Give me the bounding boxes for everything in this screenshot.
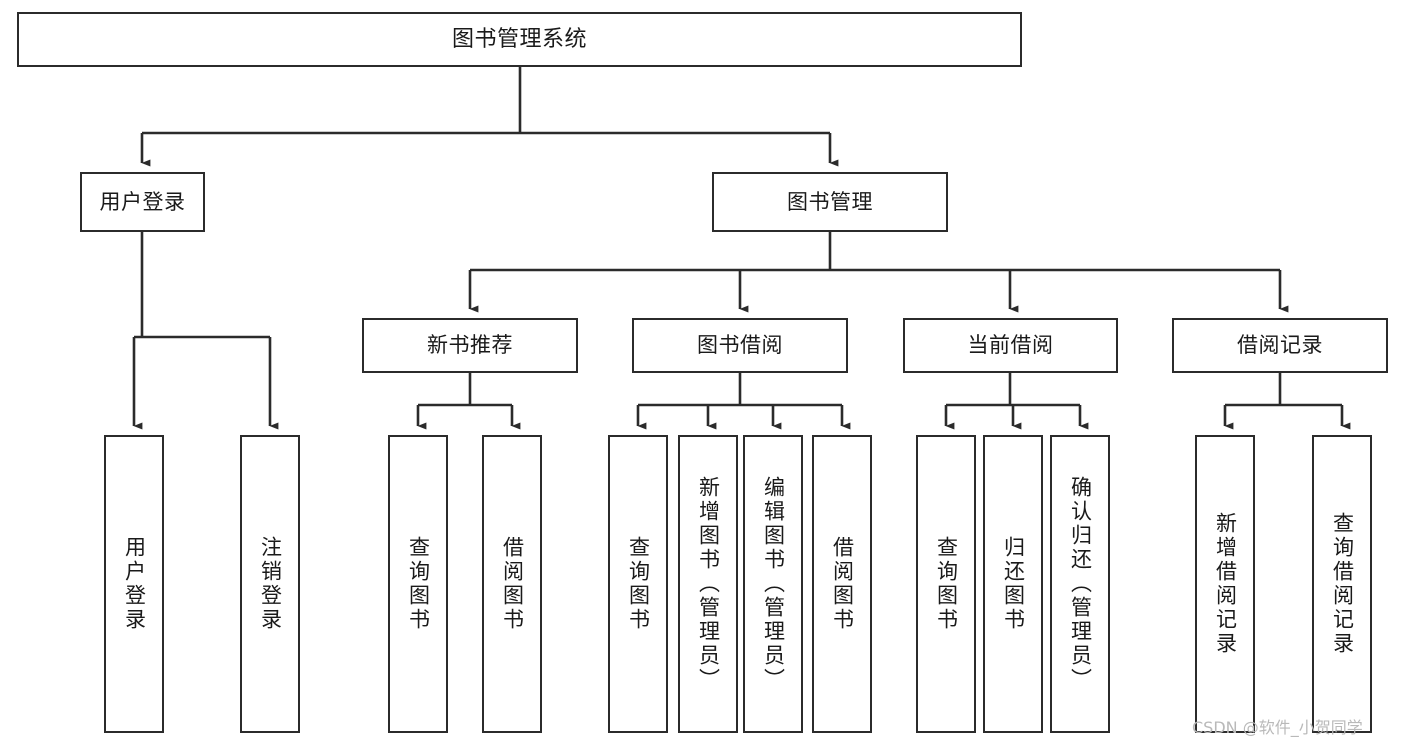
node-root-label: 图书管理系统 [451,26,587,52]
node-book-borrow[interactable]: 图书借阅 [632,318,848,373]
leaf-query-books-current-label: 查询图书 [934,536,959,632]
node-borrow-record-label: 借阅记录 [1237,333,1323,358]
leaf-query-books-current[interactable]: 查询图书 [916,435,976,733]
leaf-edit-book-admin[interactable]: 编辑图书（管理员） [743,435,803,733]
leaf-query-books-borrow[interactable]: 查询图书 [608,435,668,733]
node-borrow-record[interactable]: 借阅记录 [1172,318,1388,373]
leaf-user-login[interactable]: 用户登录 [104,435,164,733]
leaf-confirm-return-admin-label: 确认归还（管理员） [1068,476,1093,692]
node-current-borrow[interactable]: 当前借阅 [903,318,1118,373]
leaf-borrow-books-recommend-label: 借阅图书 [500,536,525,632]
leaf-borrow-book-label: 借阅图书 [830,536,855,632]
leaf-add-book-admin-label: 新增图书（管理员） [696,476,721,692]
node-new-book-recommend-label: 新书推荐 [427,333,513,358]
node-user-login-label: 用户登录 [99,189,186,214]
node-book-borrow-label: 图书借阅 [697,333,783,358]
leaf-add-borrow-record[interactable]: 新增借阅记录 [1195,435,1255,733]
watermark: CSDN @软件_小贺同学 [1192,718,1363,737]
node-book-management-label: 图书管理 [787,189,873,214]
leaf-query-books-borrow-label: 查询图书 [626,536,651,632]
node-new-book-recommend[interactable]: 新书推荐 [362,318,578,373]
leaf-borrow-book[interactable]: 借阅图书 [812,435,872,733]
leaf-return-book[interactable]: 归还图书 [983,435,1043,733]
leaf-logout-label: 注销登录 [258,536,283,632]
node-current-borrow-label: 当前借阅 [967,333,1054,358]
leaf-user-login-label: 用户登录 [122,536,147,632]
leaf-query-books-recommend-label: 查询图书 [406,536,431,632]
leaf-query-books-recommend[interactable]: 查询图书 [388,435,448,733]
leaf-add-book-admin[interactable]: 新增图书（管理员） [678,435,738,733]
leaf-query-borrow-record[interactable]: 查询借阅记录 [1312,435,1372,733]
leaf-return-book-label: 归还图书 [1001,536,1026,632]
node-root[interactable]: 图书管理系统 [17,12,1022,67]
node-user-login[interactable]: 用户登录 [80,172,205,232]
leaf-borrow-books-recommend[interactable]: 借阅图书 [482,435,542,733]
leaf-confirm-return-admin[interactable]: 确认归还（管理员） [1050,435,1110,733]
node-book-management[interactable]: 图书管理 [712,172,948,232]
leaf-edit-book-admin-label: 编辑图书（管理员） [761,476,786,692]
leaf-add-borrow-record-label: 新增借阅记录 [1213,512,1238,656]
leaf-query-borrow-record-label: 查询借阅记录 [1330,512,1355,656]
leaf-logout[interactable]: 注销登录 [240,435,300,733]
